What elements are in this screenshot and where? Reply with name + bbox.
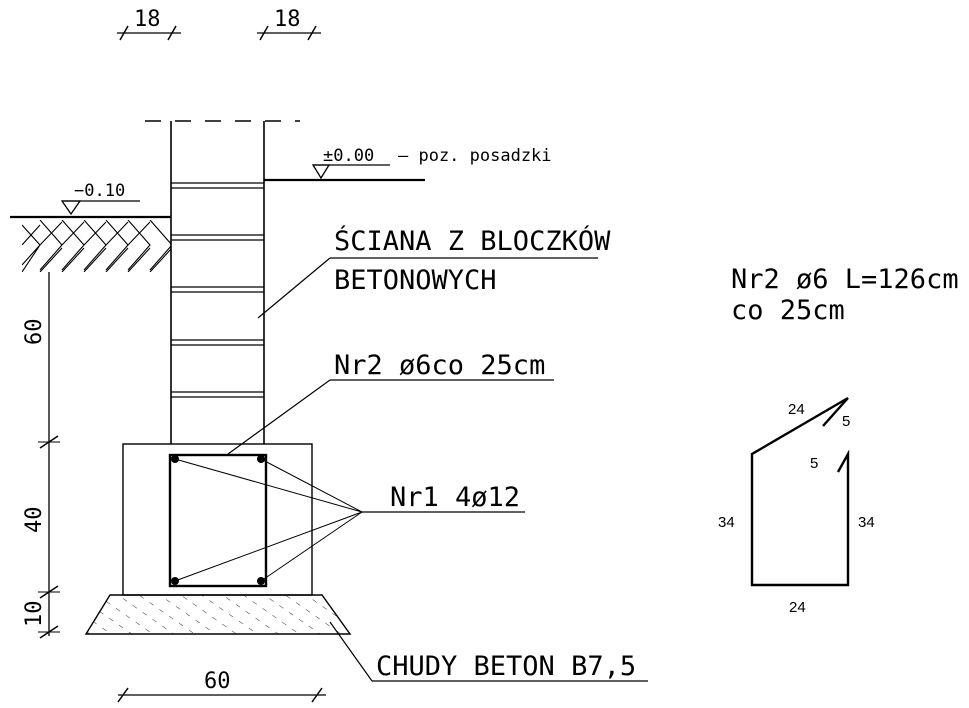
bottom-dim-60: 60 xyxy=(204,669,231,694)
bar-schedule-line1: Nr2 ø6 L=126cm xyxy=(731,264,959,295)
vdim-10: 10 xyxy=(22,601,47,628)
floor-level-value: ±0.00 xyxy=(323,146,374,166)
wall-label-line1: ŚCIANA Z BLOCZKÓW xyxy=(334,225,611,257)
top-dimensions: 18 18 xyxy=(117,7,321,41)
lean-concrete-label: CHUDY BETON B7,5 xyxy=(376,651,636,682)
top-dim-right: 18 xyxy=(274,7,301,32)
main-bars-label: Nr1 4ø12 xyxy=(390,482,520,513)
shape-dim-bottom: 24 xyxy=(789,599,806,616)
block-wall xyxy=(145,120,300,444)
stirrup-leader: Nr2 ø6co 25cm xyxy=(227,350,554,455)
shape-dim-hook-inner: 5 xyxy=(810,455,818,472)
lean-concrete-layer xyxy=(84,594,352,635)
floor-level-label: – poz. posadzki xyxy=(398,146,552,166)
shape-dim-top: 24 xyxy=(788,401,805,418)
ground-level-marker: −0.10 xyxy=(10,181,171,219)
footing xyxy=(122,443,313,596)
lean-concrete-leader: CHUDY BETON B7,5 xyxy=(329,621,648,682)
vertical-dimensions: 60 40 10 xyxy=(22,272,60,639)
vdim-40: 40 xyxy=(22,507,47,534)
ground-level-value: −0.10 xyxy=(74,181,125,201)
stirrup-label: Nr2 ø6co 25cm xyxy=(334,350,545,381)
stirrup-shape xyxy=(750,396,850,587)
main-bars-leader: Nr1 4ø12 xyxy=(174,458,525,582)
bar-schedule: Nr2 ø6 L=126cm co 25cm 24 5 5 34 34 24 xyxy=(718,264,959,616)
vdim-60: 60 xyxy=(22,319,47,346)
shape-dim-hook-top: 5 xyxy=(842,413,850,430)
bar-schedule-line2: co 25cm xyxy=(731,295,845,326)
soil-hatch xyxy=(22,220,171,272)
shape-dim-left: 34 xyxy=(718,514,735,531)
top-dim-left: 18 xyxy=(134,7,161,32)
floor-level-marker: ±0.00 – poz. posadzki xyxy=(264,146,552,182)
shape-dim-right: 34 xyxy=(858,514,875,531)
wall-leader: ŚCIANA Z BLOCZKÓW BETONOWYCH xyxy=(257,225,611,319)
bottom-dimension: 60 xyxy=(117,669,326,703)
wall-label-line2: BETONOWYCH xyxy=(334,265,497,296)
